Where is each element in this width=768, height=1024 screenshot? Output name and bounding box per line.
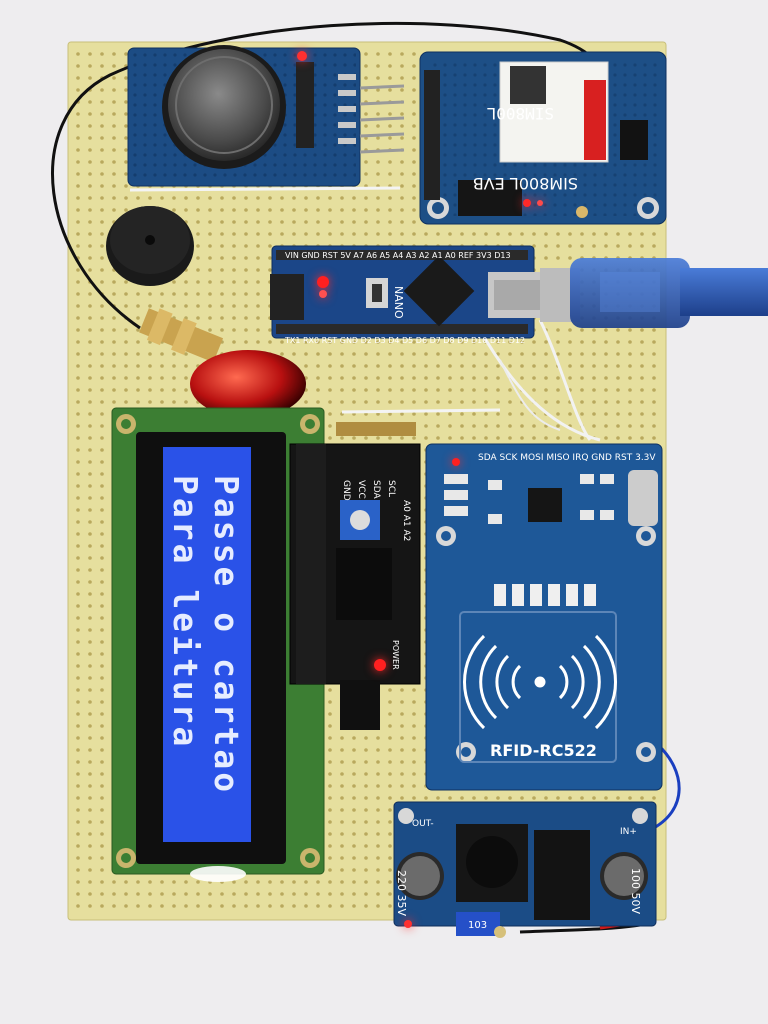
antenna-cap (190, 350, 306, 418)
usb-cable (540, 258, 768, 328)
trimmer-label: 103 (468, 920, 487, 931)
regulator-led (404, 920, 412, 928)
nano-top-pins: VIN GND RST 5V A7 A6 A5 A4 A3 A2 A1 A0 R… (285, 251, 511, 260)
antenna-connector (576, 206, 588, 218)
cap1-label: 220 35V (395, 870, 408, 916)
backpack-address: A0 A1 A2 (401, 500, 411, 541)
backpack-pin-vcc: VCC (356, 480, 366, 499)
gsm-chip-label: SIM800L (487, 104, 554, 123)
buck-regulator: 220 35V 100 50V 103 OUT- IN+ (393, 801, 657, 938)
i2c-backpack: GND VCC SDA SCL A0 A1 A2 POWER (289, 422, 421, 730)
rfid-led (452, 458, 460, 466)
rfid-pins: SDA SCK MOSI MISO IRQ GND RST 3.3V (478, 453, 656, 463)
rtc-module (127, 45, 405, 187)
arduino-nano: VIN GND RST 5V A7 A6 A5 A4 A3 A2 A1 A0 R… (270, 245, 548, 345)
rfid-antenna-symbol (459, 611, 618, 763)
backpack-power-label: POWER (391, 640, 400, 670)
nano-power-led (317, 276, 329, 288)
lcd-line-2: Para leitura (166, 475, 205, 750)
backpack-power-led (374, 659, 386, 671)
buzzer (106, 206, 194, 286)
lcd-screen (163, 447, 251, 842)
coin-battery (168, 49, 280, 161)
sma-antenna (139, 308, 306, 418)
backpack-pin-gnd: GND (341, 480, 351, 501)
gsm-module: SIM800L SIM800L EVB (419, 51, 667, 225)
gsm-board-label: SIM800L EVB (473, 174, 578, 193)
lcd-line-1: Passe o cartao (207, 475, 246, 796)
backlight-glow (190, 866, 246, 882)
in-label: IN+ (620, 827, 637, 837)
nano-bottom-pins: TX1 RX0 RST GND D2 D3 D4 D5 D6 D7 D8 D9 … (284, 336, 525, 345)
nano-label: NANO (392, 286, 405, 319)
gsm-led-1 (523, 199, 531, 207)
backpack-pin-sda: SDA (371, 480, 381, 499)
gsm-led-2 (537, 200, 543, 206)
rtc-led (297, 51, 307, 61)
nano-tx-led (319, 290, 327, 298)
backpack-pin-scl: SCL (386, 480, 396, 497)
rfid-label: RFID-RC522 (490, 741, 597, 760)
rfid-module: SDA SCK MOSI MISO IRQ GND RST 3.3V RFID-… (425, 443, 663, 791)
cap2-label: 100 50V (629, 868, 642, 914)
out-label: OUT- (412, 819, 434, 829)
qr-code (510, 66, 546, 104)
